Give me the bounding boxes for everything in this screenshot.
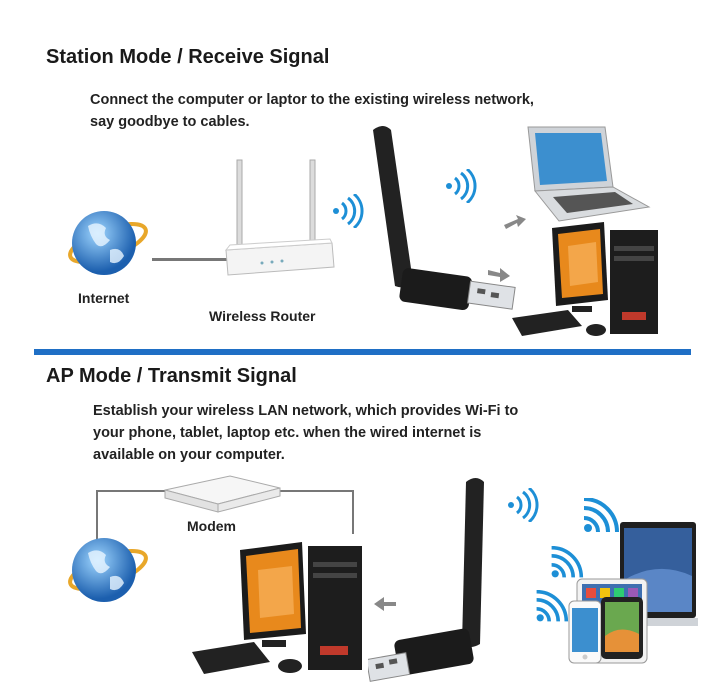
usb-wifi-adapter-image: [373, 126, 516, 311]
arrow-right-icon: [488, 268, 510, 282]
wifi-signal-icon: [446, 169, 477, 203]
station-mode-heading: Station Mode / Receive Signal: [46, 46, 330, 68]
cable-line: [152, 258, 230, 261]
wifi-icon: [551, 546, 584, 578]
wifi-signal-icon: [333, 194, 364, 228]
cable-line: [280, 490, 354, 492]
globe-icon: [68, 538, 148, 602]
section-divider: [34, 349, 691, 355]
wifi-signal-icon: [508, 488, 539, 522]
wifi-icon: [583, 498, 619, 533]
cable-line: [96, 490, 98, 542]
arrow-left-icon: [374, 597, 396, 611]
wireless-router-image: [224, 159, 335, 276]
internet-label: Internet: [78, 290, 130, 306]
modem-image: [164, 475, 281, 513]
ap-mode-heading: AP Mode / Transmit Signal: [46, 365, 297, 387]
smartphone-image: [568, 600, 602, 664]
desktop-computer-image: [512, 222, 658, 336]
laptop-image: [527, 126, 651, 222]
station-mode-description: Connect the computer or laptor to the ex…: [90, 92, 534, 130]
ap-mode-description: Establish your wireless LAN network, whi…: [93, 403, 519, 463]
modem-label: Modem: [187, 518, 236, 534]
smartphone-image: [601, 597, 643, 659]
globe-icon: [68, 211, 148, 275]
wireless-router-label: Wireless Router: [209, 308, 316, 324]
cable-line: [352, 490, 354, 534]
cable-line: [96, 490, 166, 492]
arrow-right-icon: [504, 215, 526, 229]
wifi-icon: [536, 590, 569, 622]
usb-wifi-adapter-image: [368, 478, 484, 682]
desktop-computer-image: [192, 542, 362, 674]
